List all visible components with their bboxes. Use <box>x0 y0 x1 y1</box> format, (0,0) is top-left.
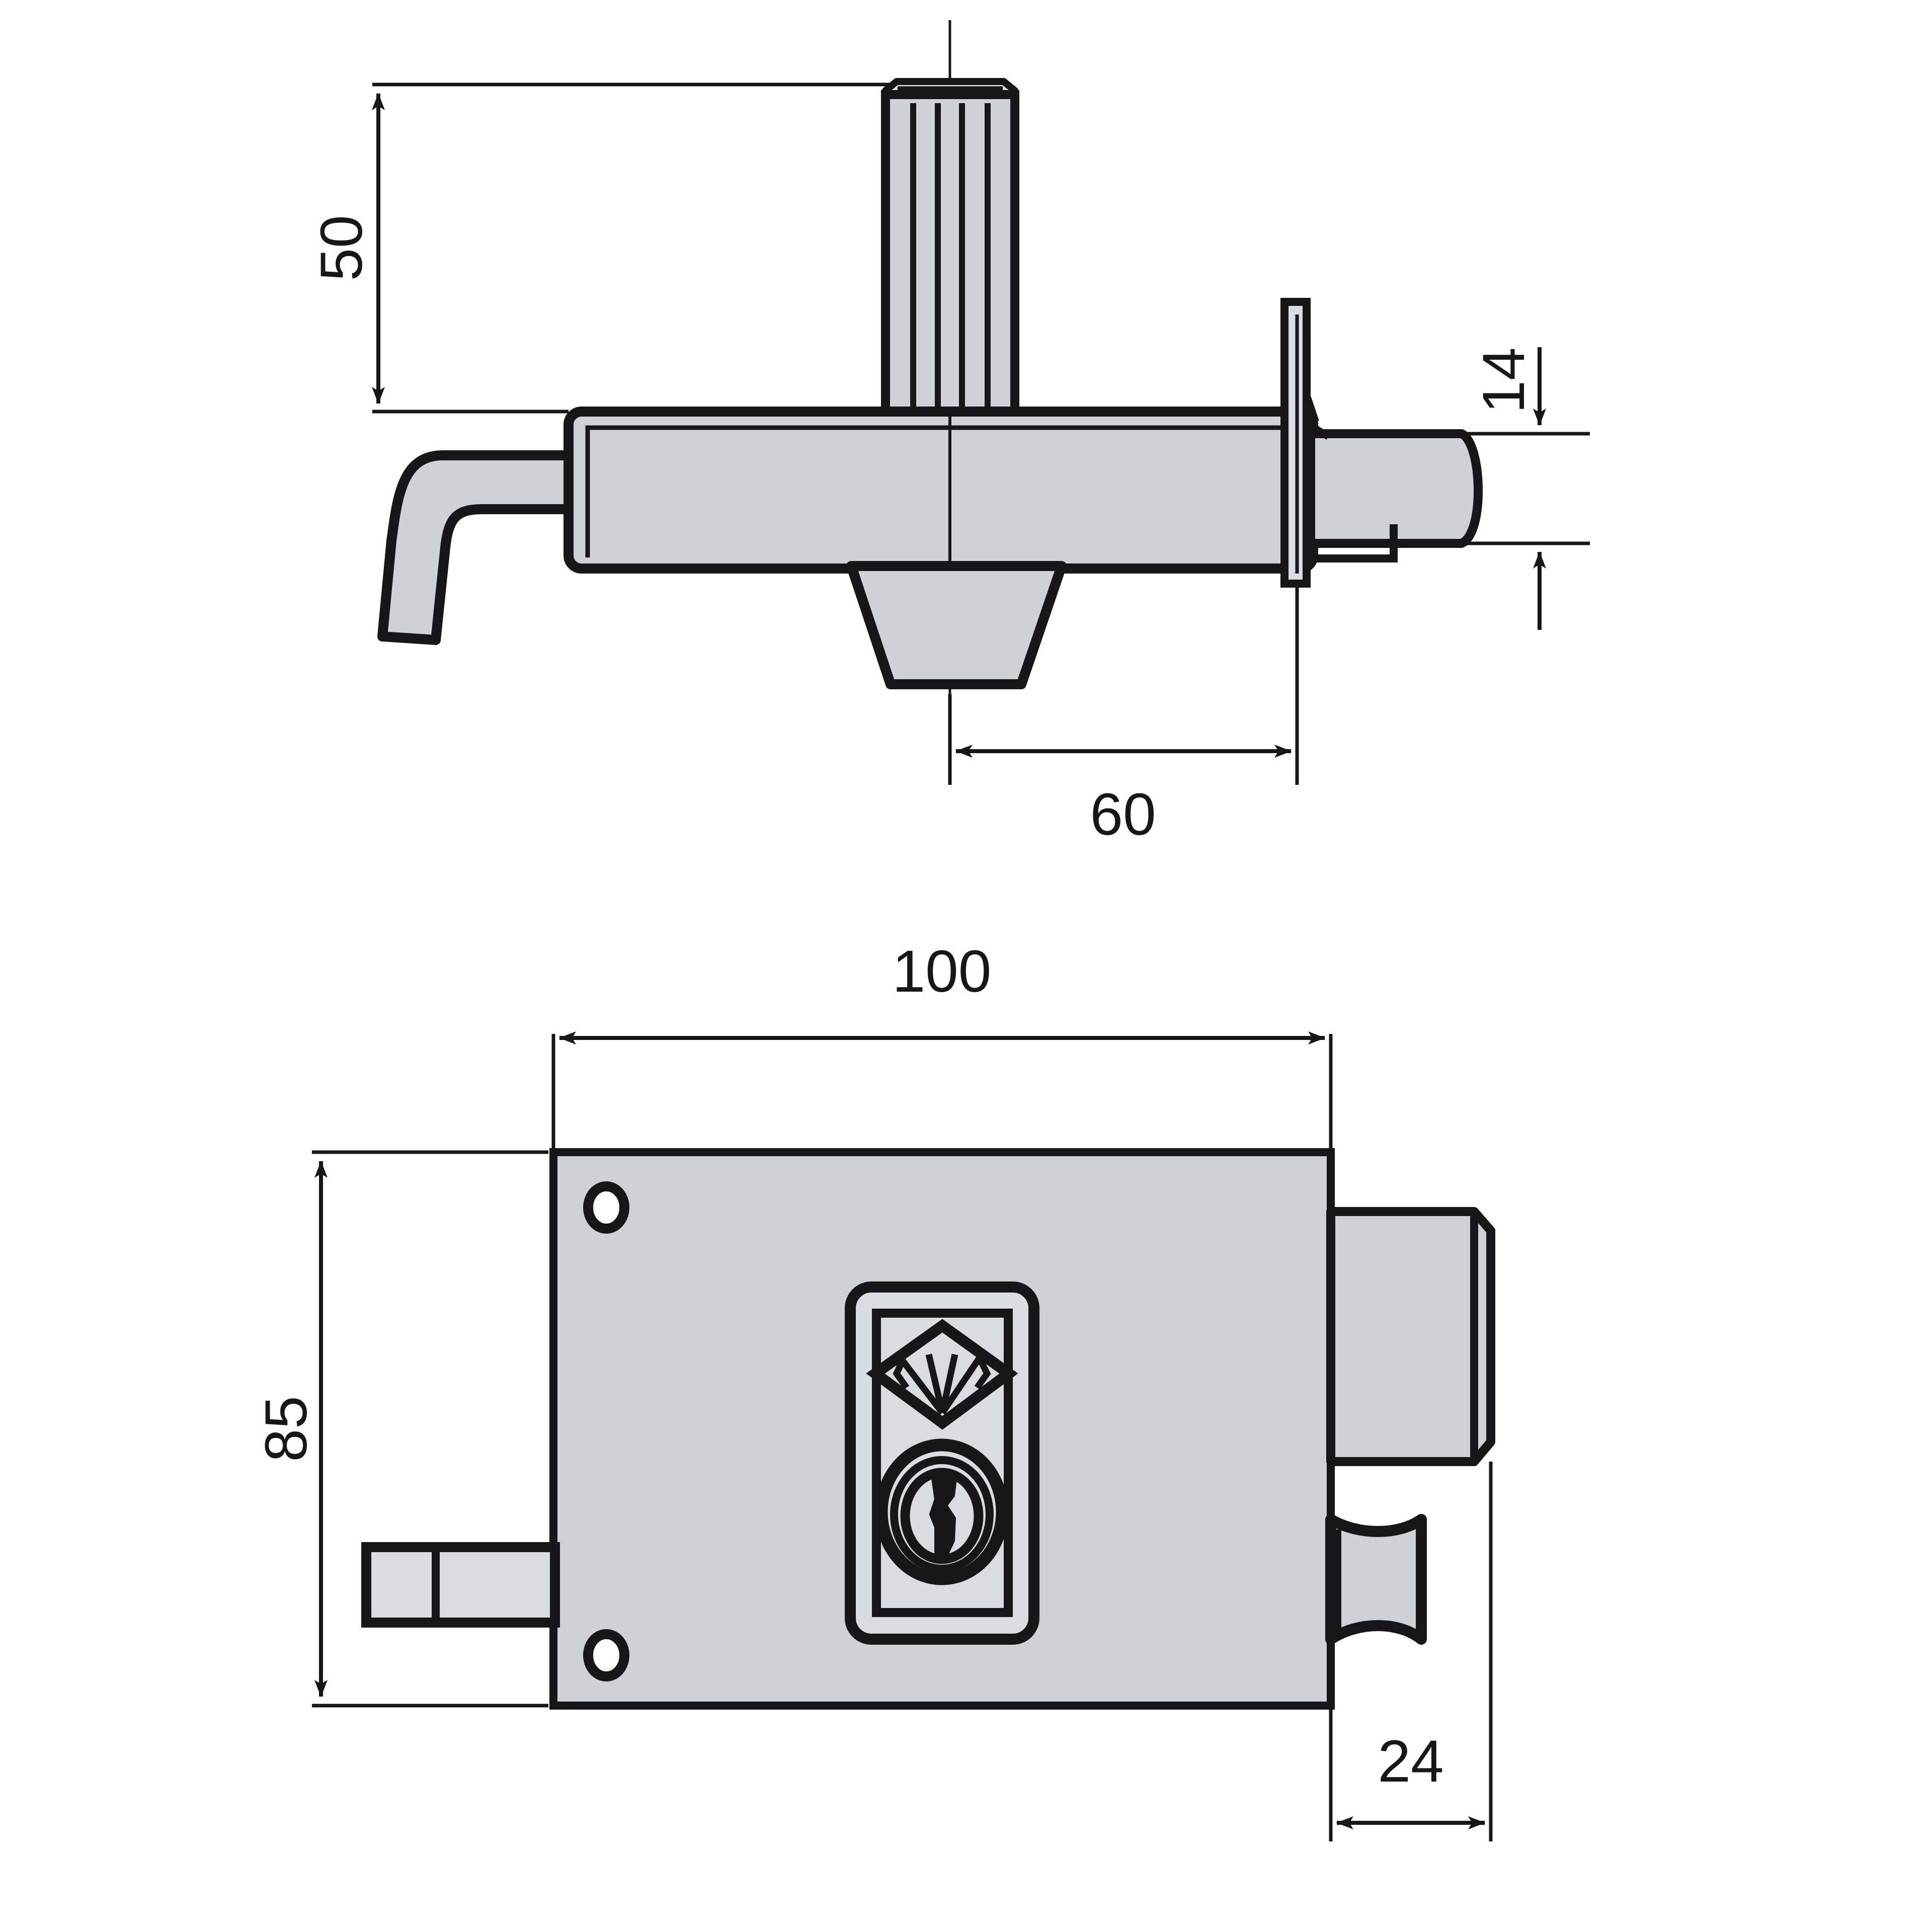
dim-50: 50 <box>308 83 891 414</box>
dim-24-label: 24 <box>1378 1728 1443 1795</box>
latch-bolt <box>1325 1514 1427 1645</box>
dim-100-label: 100 <box>893 938 992 1005</box>
brand-diamond <box>866 1319 1018 1430</box>
front-view: 100 85 24 <box>253 938 1495 1841</box>
dim-85-label: 85 <box>253 1396 319 1462</box>
dim-60-label: 60 <box>1090 781 1156 848</box>
screw-hole-bottom <box>583 1629 629 1681</box>
dim-50-label: 50 <box>308 215 375 281</box>
escutcheon <box>845 1281 1039 1645</box>
lever-handle <box>377 450 574 645</box>
lock-body <box>564 407 1318 574</box>
dim-100: 100 <box>551 938 1333 1152</box>
keyhole <box>875 1438 1009 1585</box>
side-tab <box>361 1542 560 1628</box>
top-view: 50 14 60 <box>308 20 1590 848</box>
dim-60: 60 <box>948 584 1299 848</box>
strike-plate <box>1280 298 1311 588</box>
key-cylinder <box>881 78 1019 431</box>
dim-85: 85 <box>253 1150 548 1708</box>
dead-bolt <box>1304 396 1483 562</box>
mounting-boss <box>846 561 1067 689</box>
dim-14: 14 <box>1462 347 1590 630</box>
screw-hole-top <box>583 1181 629 1234</box>
dim-14-label: 14 <box>1471 347 1537 413</box>
dim-24: 24 <box>1329 1462 1493 1841</box>
dead-bolt <box>1326 1152 1495 1537</box>
